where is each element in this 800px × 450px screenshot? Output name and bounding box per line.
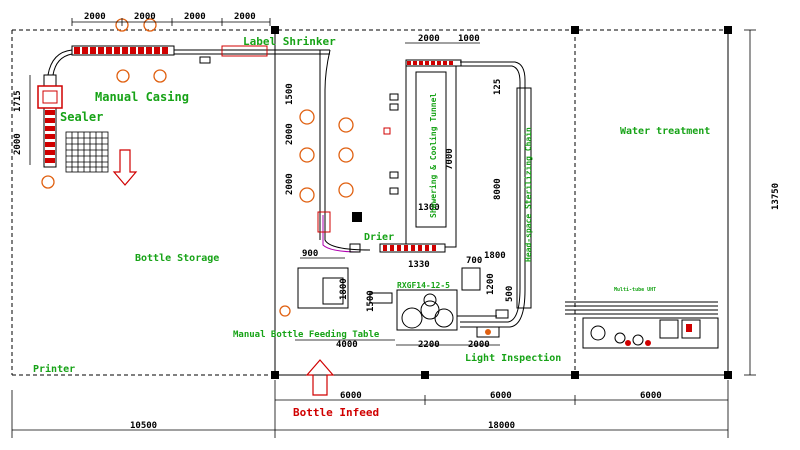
drier-label: Drier (364, 231, 394, 243)
column-posts (271, 26, 732, 379)
dim-top-2: 2000 (134, 12, 156, 22)
label-shrinker-label: Label Shrinker (243, 35, 336, 48)
filling-machine (297, 267, 481, 331)
machine-model-label: RXGF14-12-5 (397, 281, 450, 290)
multi-tube-label: Multi-tube UHT (614, 287, 656, 293)
light-inspection-label: Light Inspection (465, 352, 561, 364)
building-outline (11, 29, 729, 376)
dim-bottom-6000-2: 6000 (490, 391, 512, 401)
feeding-table-label: Manual Bottle Feeding Table (233, 329, 380, 340)
tunnel-label: Showering & Cooling Tunnel (428, 93, 438, 218)
up-arrow-icon (305, 359, 335, 396)
dim-col-2000b: 2000 (285, 173, 295, 195)
left-conveyor-curve (47, 49, 73, 76)
dim-right-13750: 13750 (771, 183, 781, 210)
dim-1200: 1200 (486, 273, 496, 295)
chain-label: Head-space Sterilizing Chain (523, 127, 533, 262)
bottle-storage-label: Bottle Storage (135, 253, 219, 264)
dim-1500: 1500 (366, 290, 376, 312)
dim-top-1: 2000 (84, 12, 106, 22)
dim-top-3: 2000 (184, 12, 206, 22)
main-conveyor-loop (319, 49, 371, 251)
dim-tunnel-7000: 7000 (445, 148, 455, 170)
dim-2200: 2200 (418, 340, 440, 350)
drier-fan-icon (352, 212, 362, 222)
dim-2000: 2000 (468, 340, 490, 350)
sealer-label: Sealer (60, 110, 103, 124)
printer-label: Printer (33, 363, 75, 375)
dim-500: 500 (505, 286, 515, 302)
dim-top-4: 2000 (234, 12, 256, 22)
dim-tunnel-top-1: 2000 (418, 34, 440, 44)
dim-tunnel-1300: 1300 (418, 203, 440, 213)
top-conveyor (71, 45, 330, 64)
dim-bottom-6000-1: 6000 (340, 391, 362, 401)
water-treatment-equipment (565, 301, 719, 349)
dim-1800: 1800 (339, 278, 349, 300)
dim-bottom-10500: 10500 (130, 421, 157, 431)
sealer-machine (37, 85, 63, 109)
bottle-infeed-label: Bottle Infeed (293, 406, 379, 419)
dim-900: 900 (302, 249, 318, 259)
worker-icons (41, 18, 354, 317)
sterilizing-chain (460, 61, 532, 328)
dim-left-1715: 1715 (13, 90, 23, 112)
dim-bottom-6000-3: 6000 (640, 391, 662, 401)
dim-700: 700 (466, 256, 482, 266)
dim-tunnel-top-2: 1000 (458, 34, 480, 44)
water-treatment-label: Water treatment (620, 126, 710, 137)
dim-col-2000a: 2000 (285, 123, 295, 145)
carton-grid (65, 131, 109, 173)
dimension-lines (11, 18, 756, 438)
drier-unit (317, 211, 331, 233)
valve-icons (383, 93, 399, 195)
dim-col-1500: 1500 (285, 83, 295, 105)
dim-chain-125: 125 (493, 79, 503, 95)
down-arrow-icon (112, 149, 138, 186)
sealer-conveyor (37, 74, 63, 168)
dim-chain-8000: 8000 (493, 178, 503, 200)
dim-4000: 4000 (336, 340, 358, 350)
dim-1800b: 1800 (484, 251, 506, 261)
manual-casing-label: Manual Casing (95, 90, 189, 104)
dim-left-2000: 2000 (13, 133, 23, 155)
dim-1330: 1330 (408, 260, 430, 270)
dim-bottom-18000: 18000 (488, 421, 515, 431)
